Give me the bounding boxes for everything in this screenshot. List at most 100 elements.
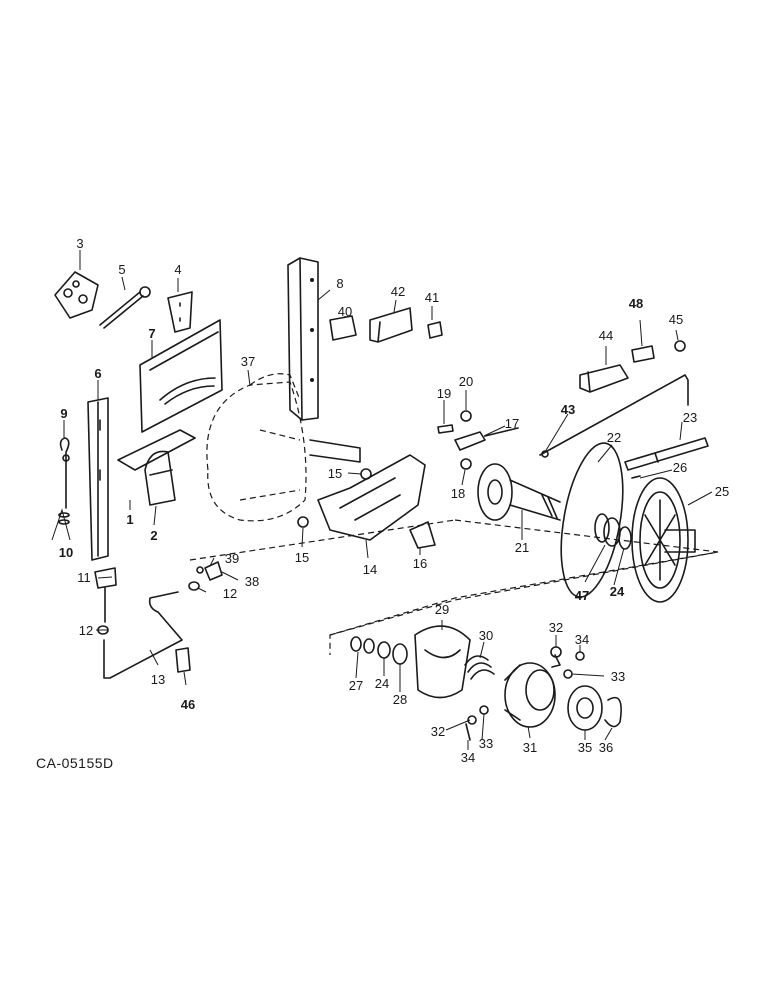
callout-17: 17: [505, 416, 519, 431]
part-29-shield: [414, 625, 471, 699]
part-13-rod: [103, 591, 183, 679]
callout-34-upper: 34: [575, 632, 589, 647]
part-34-nut-upper: [575, 651, 585, 661]
part-10-washers: [51, 508, 71, 541]
callout-8: 8: [336, 276, 343, 291]
callout-41: 41: [425, 290, 439, 305]
callout-38: 38: [245, 574, 259, 589]
part-19-key: [437, 424, 454, 434]
part-2-bracket: [144, 450, 176, 506]
part-36-snap-ring: [604, 696, 622, 728]
callout-36: 36: [599, 740, 613, 755]
part-30-spring: [464, 655, 495, 680]
callout-12-upper: 12: [223, 586, 237, 601]
callout-1: 1: [126, 512, 133, 527]
callout-46: 46: [181, 697, 195, 712]
callout-9: 9: [60, 406, 67, 421]
part-48-pad: [631, 345, 655, 363]
callout-24-upper: 24: [610, 584, 625, 599]
callout-11: 11: [77, 570, 91, 585]
part-7-shield-plate: [139, 319, 223, 433]
callout-29: 29: [435, 602, 449, 617]
callout-32-lower: 32: [431, 724, 445, 739]
part-3-bracket-plate: [54, 271, 99, 319]
callout-20: 20: [459, 374, 473, 389]
callout-21: 21: [515, 540, 529, 555]
callout-45: 45: [669, 312, 683, 327]
part-12-washer-upper: [188, 581, 200, 591]
callout-48: 48: [629, 296, 643, 311]
part-44-angle: [579, 364, 629, 393]
callout-13: 13: [151, 672, 165, 687]
upper-assembly-outline: [189, 519, 719, 655]
part-17-latch: [454, 427, 519, 451]
callout-40: 40: [338, 304, 352, 319]
part-4-bracket: [167, 291, 193, 333]
leader-lines: [63, 250, 713, 750]
part-43-rod: [539, 374, 689, 456]
callout-33-lower: 33: [479, 736, 493, 751]
part-33-washer-upper: [563, 669, 573, 679]
part-42-angle: [369, 307, 413, 343]
part-1-plate: [117, 429, 196, 471]
callout-15-lower: 15: [295, 550, 309, 565]
part-31-housing: [504, 662, 556, 728]
part-25-wheel: [631, 477, 696, 603]
part-37-gearbox-housing: [206, 373, 307, 522]
part-20-fitting: [460, 410, 472, 422]
part-15-nut-lower: [297, 516, 309, 528]
callout-22: 22: [607, 430, 621, 445]
callout-42: 42: [391, 284, 405, 299]
callout-26: 26: [673, 460, 687, 475]
part-40-strap: [329, 315, 357, 341]
callout-12-lower: 12: [79, 623, 93, 638]
callout-23: 23: [683, 410, 697, 425]
part-41-clip: [427, 321, 443, 339]
callout-28: 28: [393, 692, 407, 707]
part-15-nut-upper: [360, 468, 372, 480]
part-38-fitting: [196, 561, 223, 581]
drawing-code: CA-05155D: [36, 755, 114, 771]
callout-18: 18: [451, 486, 465, 501]
part-22-disc: [560, 442, 624, 598]
part-32-bolt-lower: [467, 715, 477, 725]
callout-34-lower: 34: [461, 750, 475, 765]
callout-32-upper: 32: [549, 620, 563, 635]
part-24-ring-lower: [377, 641, 391, 659]
callout-35: 35: [578, 740, 592, 755]
part-45-nut: [674, 340, 686, 352]
callout-7: 7: [148, 326, 155, 341]
part-23-bar: [624, 437, 709, 471]
callout-15-upper: 15: [328, 466, 342, 481]
callout-16: 16: [413, 556, 427, 571]
part-32-bolt-upper: [551, 654, 561, 668]
callout-19: 19: [437, 386, 451, 401]
callout-24-lower: 24: [375, 676, 389, 691]
callout-4: 4: [174, 262, 181, 277]
callout-37: 37: [241, 354, 255, 369]
part-5-bolt: [99, 286, 151, 329]
gearbox-output-shaft: [309, 439, 361, 463]
part-27-bearings: [350, 636, 375, 654]
callout-10: 10: [59, 545, 73, 560]
callout-30: 30: [479, 628, 493, 643]
part-6-channel: [87, 397, 109, 561]
callout-6: 6: [94, 366, 101, 381]
callout-14: 14: [363, 562, 377, 577]
callout-31: 31: [523, 740, 537, 755]
part-33-washer-lower: [479, 705, 489, 715]
part-14-casting: [317, 454, 426, 541]
callout-2: 2: [150, 528, 157, 543]
part-8-bracket: [287, 257, 319, 421]
callout-27: 27: [349, 678, 363, 693]
callout-39: 39: [225, 551, 239, 566]
part-34-nut-lower: [465, 723, 471, 741]
part-24-ring: [618, 526, 632, 550]
lower-assembly-outline: [329, 551, 719, 636]
callout-43: 43: [561, 402, 575, 417]
part-18-nut: [460, 458, 472, 470]
part-28-seal: [392, 643, 408, 665]
part-16-clip: [409, 521, 436, 549]
part-35-collar: [567, 685, 603, 731]
